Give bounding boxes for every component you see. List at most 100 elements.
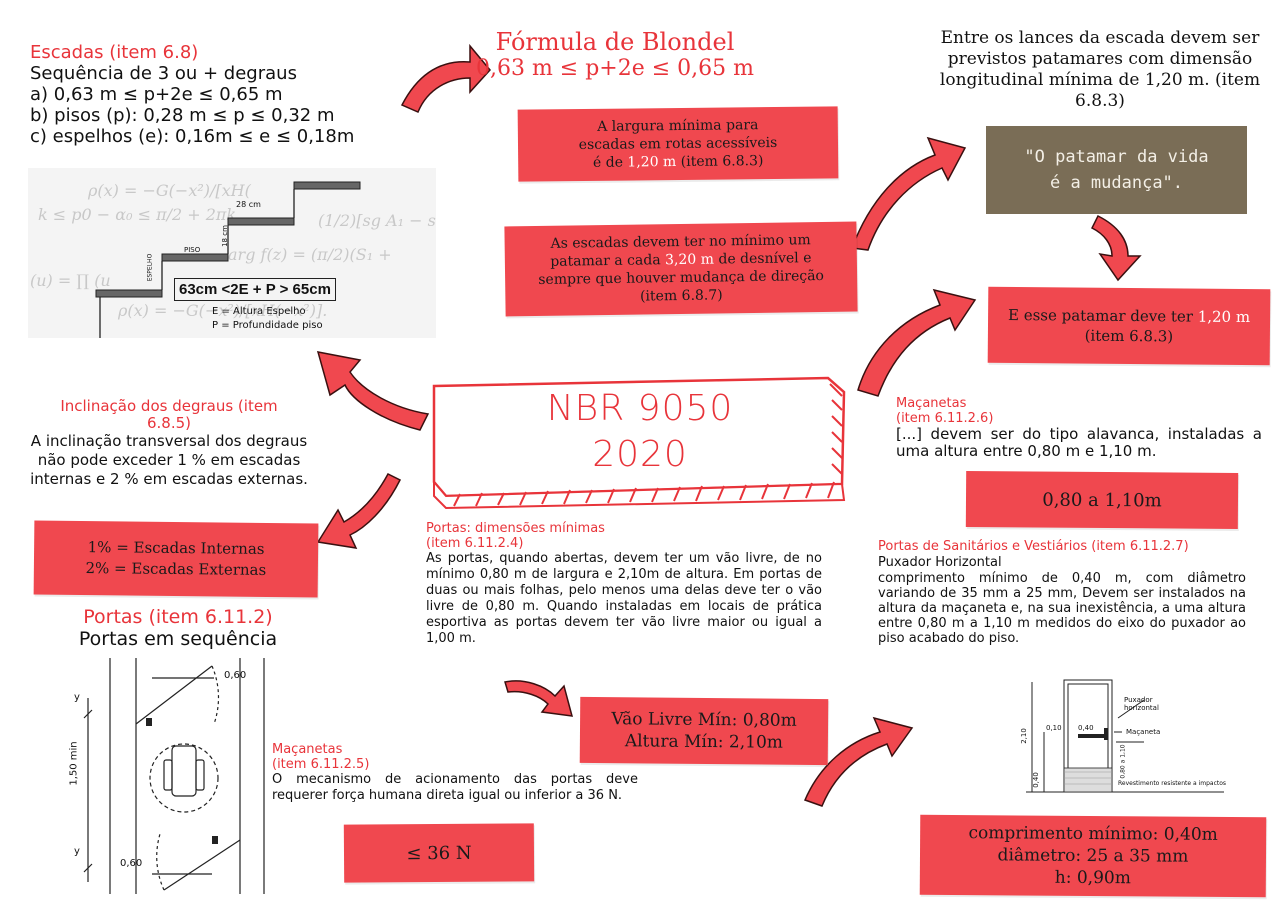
sanitarios-title: Portas de Sanitários e Vestiários (item … xyxy=(878,539,1189,554)
escadas-line-3: b) pisos (p): 0,28 m ≤ p ≤ 0,32 m xyxy=(30,105,335,126)
macanetas-1-text: [...] devem ser do tipo alavanca, instal… xyxy=(896,425,1262,460)
door-sequence-drawing xyxy=(83,658,265,894)
door-seq-dim-150: 1,50 min xyxy=(68,741,80,786)
door-seq-dim-060-bottom: 0,60 xyxy=(120,858,143,869)
box-inclinacao-line-1: 1% = Escadas Internas xyxy=(87,538,265,558)
box-puxador: comprimento mínimo: 0,40m diâmetro: 25 a… xyxy=(919,814,1267,898)
macanetas-2-text: O mecanismo de acionamento das portas de… xyxy=(272,772,638,803)
arrow-quote-down xyxy=(1090,214,1142,282)
arrow-to-stairs xyxy=(316,351,430,431)
lances-text: Entre os lances da escada devem ser prev… xyxy=(939,28,1261,111)
portas-seq-title: Portas (item 6.11.2) xyxy=(83,606,273,628)
portas-seq-block: Portas (item 6.11.2) Portas em sequência xyxy=(58,606,298,650)
escadas-line-1: Sequência de 3 ou + degraus xyxy=(30,63,297,84)
portas-dim-block: Portas: dimensões mínimas (item 6.11.2.4… xyxy=(426,521,822,647)
stair-label-espelho: ESPELHO xyxy=(146,253,154,282)
door-fig-alt: 0,80 a 1,10 xyxy=(1119,744,1127,779)
quote-line-2: é a mudança". xyxy=(1049,173,1184,193)
escadas-title: Escadas (item 6.8) xyxy=(30,42,199,63)
door-fig-040: 0,40 xyxy=(1078,724,1094,732)
center-line-1: NBR 9050 xyxy=(546,388,734,429)
box-largura: A largura mínima para escadas em rotas a… xyxy=(517,106,839,182)
escadas-line-4: c) espelhos (e): 0,16m ≤ e ≤ 0,18m xyxy=(30,126,355,147)
svg-text:(u) = ∏ (u: (u) = ∏ (u xyxy=(30,271,111,290)
svg-text:ρ(x) = −G(−x²)/[xH(−x²)].: ρ(x) = −G(−x²)/[xH(−x²)]. xyxy=(117,301,327,320)
svg-text:ρ(x) = −G(−x²)/[xH(: ρ(x) = −G(−x²)/[xH( xyxy=(87,181,252,200)
door-puxador-drawing xyxy=(1026,679,1224,793)
box-macaneta-altura: 0,80 a 1,10m xyxy=(965,471,1239,529)
door-seq-y-top: y xyxy=(74,692,80,703)
stair-legend-e: E = Altura Espelho xyxy=(212,306,306,317)
box-esse-patamar-post: (item 6.8.3) xyxy=(1084,326,1174,346)
door-fig-low: 0,40 xyxy=(1031,772,1040,788)
door-fig-macaneta: Maçaneta xyxy=(1126,728,1161,736)
box-inclinacao: 1% = Escadas Internas 2% = Escadas Exter… xyxy=(33,520,319,598)
inclinacao-text: A inclinação transversal dos degraus não… xyxy=(30,432,308,488)
sanitarios-text: comprimento mínimo de 0,40 m, com diâmet… xyxy=(878,571,1246,646)
box-puxador-line-3: h: 0,90m xyxy=(1054,867,1131,889)
sanitarios-subtitle: Puxador Horizontal xyxy=(878,555,1002,570)
stair-dim-28: 28 cm xyxy=(236,200,261,209)
stair-label-piso: PISO xyxy=(184,246,201,254)
box-esse-patamar: E esse patamar deve ter 1,20 m (item 6.8… xyxy=(987,286,1271,366)
door-seq-y-bottom: y xyxy=(74,846,80,857)
svg-text:arg f(z) = (π/2)(S₁ +: arg f(z) = (π/2)(S₁ + xyxy=(228,245,392,264)
portas-dim-text: As portas, quando abertas, devem ter um … xyxy=(426,551,822,646)
door-fig-010: 0,10 xyxy=(1046,724,1062,732)
arrow-to-blondel xyxy=(400,43,491,113)
stair-figure: ρ(x) = −G(−x²)/[xH( k ≤ p0 − α₀ ≤ π/2 + … xyxy=(28,168,436,338)
macanetas-2-item: (item 6.11.2.5) xyxy=(272,757,370,772)
door-fig-horizontal: horizontal xyxy=(1124,704,1159,712)
box-puxador-line-2: diâmetro: 25 a 35 mm xyxy=(997,845,1189,867)
arrow-to-esse-patamar xyxy=(857,288,977,397)
center-frame xyxy=(432,376,846,510)
door-fig-puxador: Puxador xyxy=(1124,696,1153,704)
portas-dim-item: (item 6.11.2.4) xyxy=(426,536,524,551)
arrow-to-inclinacao-box xyxy=(316,473,402,549)
box-36n-text: ≤ 36 N xyxy=(406,842,472,864)
quote-line-1: "O patamar da vida xyxy=(1024,147,1209,167)
box-36n: ≤ 36 N xyxy=(343,823,535,883)
escadas-block: Escadas (item 6.8) Sequência de 3 ou + d… xyxy=(30,42,410,147)
box-largura-value: 1,20 m xyxy=(627,154,677,171)
center-title-block: NBR 9050 2020 xyxy=(430,372,850,510)
arrow-to-vao-box xyxy=(504,680,574,717)
blondel-title: Fórmula de Blondel xyxy=(495,28,735,56)
box-esse-patamar-pre: E esse patamar deve ter xyxy=(1007,305,1198,326)
quote-card: "O patamar da vida é a mudança". xyxy=(986,126,1247,214)
door-puxador-figure: Puxador horizontal Maçaneta Revestimento… xyxy=(1014,672,1244,800)
stair-legend-p: P = Profundidade piso xyxy=(212,320,323,331)
svg-text:(1/2)[sg A₁ − sg: (1/2)[sg A₁ − sg xyxy=(318,211,436,230)
door-fig-revestimento: Revestimento resistente a impactos xyxy=(1118,780,1227,787)
portas-dim-title: Portas: dimensões mínimas xyxy=(426,521,605,536)
box-patamar: As escadas devem ter no mínimo um patama… xyxy=(504,221,858,317)
stair-formula: 63cm <2E + P > 65cm xyxy=(174,278,336,301)
box-puxador-line-1: comprimento mínimo: 0,40m xyxy=(968,823,1218,845)
box-inclinacao-line-2: 2% = Escadas Externas xyxy=(85,559,267,579)
macanetas-1-item: (item 6.11.2.6) xyxy=(896,411,994,426)
portas-seq-subtitle: Portas em sequência xyxy=(78,628,278,650)
blondel-block: Fórmula de Blondel 0,63 m ≤ p+2e ≤ 0,65 … xyxy=(470,28,760,81)
macanetas-2-block: Maçanetas (item 6.11.2.5) O mecanismo de… xyxy=(272,742,638,804)
stair-dim-18: 18 cm xyxy=(220,225,229,247)
door-seq-dim-060-top: 0,60 xyxy=(224,670,247,681)
sanitarios-block: Portas de Sanitários e Vestiários (item … xyxy=(878,539,1246,646)
blondel-formula: 0,63 m ≤ p+2e ≤ 0,65 m xyxy=(475,56,755,81)
box-patamar-value: 3,20 m xyxy=(664,251,715,269)
box-largura-post: (item 6.8.3) xyxy=(676,153,764,171)
arrow-to-lances xyxy=(850,136,967,251)
door-sequence-figure: 0,60 0,60 1,50 min y y xyxy=(64,658,274,898)
arrow-to-door-figure xyxy=(803,716,914,807)
inclinacao-block: Inclinação dos degraus (item 6.8.5) A in… xyxy=(18,398,320,489)
box-vao-line-1: Vão Livre Mín: 0,80m xyxy=(611,709,797,731)
svg-text:k ≤ p0 − α₀ ≤ π/2 + 2πk,: k ≤ p0 − α₀ ≤ π/2 + 2πk, xyxy=(38,205,241,224)
box-esse-patamar-value: 1,20 m xyxy=(1197,307,1251,327)
macanetas-1-block: Maçanetas (item 6.11.2.6) [...] devem se… xyxy=(896,396,1262,460)
macanetas-1-title: Maçanetas xyxy=(896,396,967,411)
macanetas-2-title: Maçanetas xyxy=(272,742,343,757)
center-line-2: 2020 xyxy=(592,434,688,475)
escadas-line-2: a) 0,63 m ≤ p+2e ≤ 0,65 m xyxy=(30,84,283,105)
box-vao-line-2: Altura Mín: 2,10m xyxy=(624,731,784,753)
door-fig-210: 2,10 xyxy=(1019,728,1028,744)
